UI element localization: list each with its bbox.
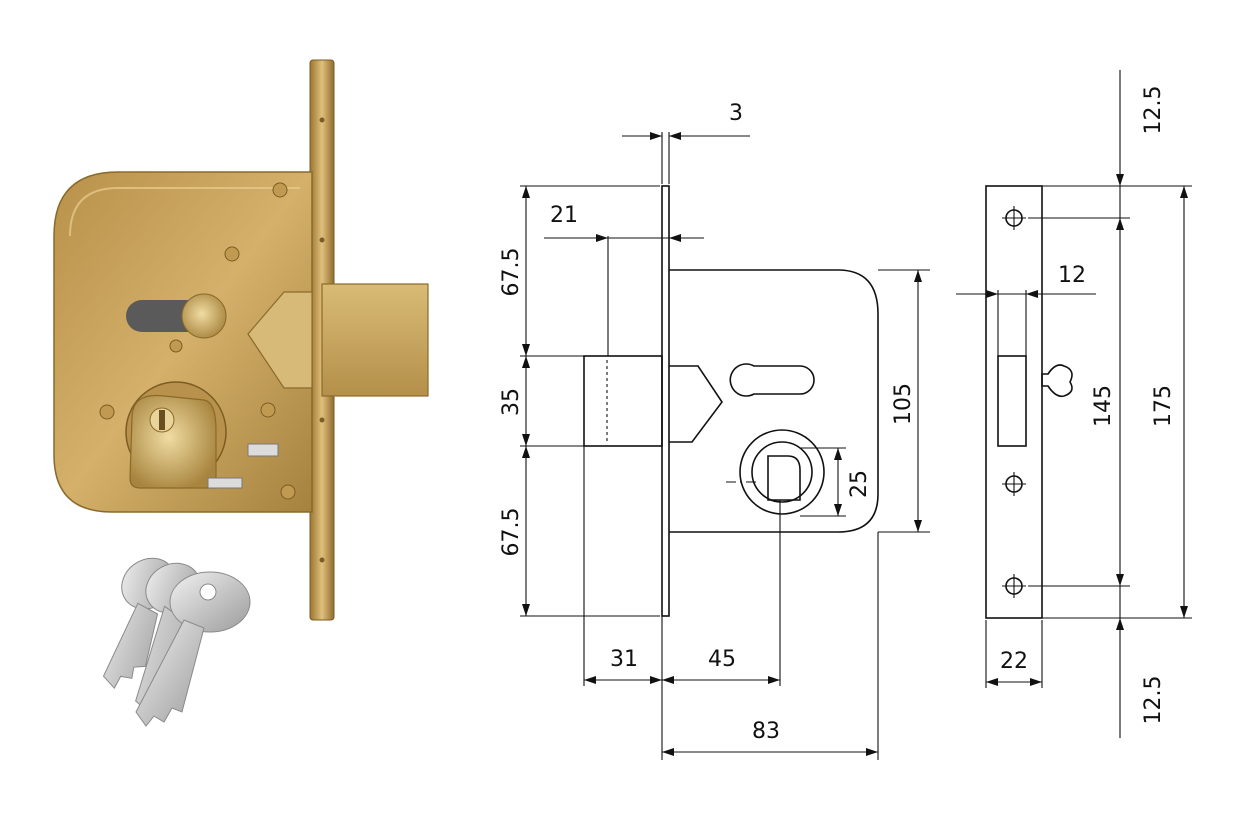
dim-bolt-throw: 31 <box>610 647 638 672</box>
dim-plate-width: 22 <box>1000 649 1028 674</box>
dim-upper-height: 67.5 <box>499 248 524 297</box>
photo-rivets <box>99 182 296 500</box>
drawing-bolt <box>583 355 663 447</box>
drawing-cylinder <box>739 429 825 515</box>
drawing-case-outline <box>669 269 879 533</box>
dim-case-height: 105 <box>891 383 916 425</box>
photo-knob <box>181 293 227 339</box>
drawing-faceplate <box>661 185 670 617</box>
side-view-drawing: 3 21 67.5 35 67.5 31 45 83 105 25 <box>499 101 930 760</box>
lock-photo <box>53 59 429 727</box>
dim-backset-to-face: 21 <box>550 203 578 228</box>
dim-bolt-height: 35 <box>499 388 524 416</box>
photo-keys <box>102 557 251 727</box>
dim-bottom-margin: 12.5 <box>1141 676 1166 725</box>
drawing-latch <box>669 365 723 443</box>
dim-screw-spacing: 145 <box>1091 385 1116 427</box>
front-knob <box>1041 364 1073 398</box>
dim-case-depth: 83 <box>752 719 780 744</box>
dim-plate-height: 175 <box>1151 385 1176 427</box>
front-view-drawing: 12.5 12 145 175 22 12.5 <box>956 70 1192 738</box>
photo-bolt <box>321 283 429 397</box>
dim-cylinder-backset: 45 <box>708 647 736 672</box>
dim-plate-offset: 12 <box>1058 263 1086 288</box>
dim-cylinder-dia: 25 <box>847 470 872 498</box>
dim-top-margin: 12.5 <box>1141 86 1166 135</box>
dim-faceplate-thickness: 3 <box>729 101 743 126</box>
front-bolt-slot <box>997 355 1027 447</box>
photo-faceplate-screws <box>319 117 325 563</box>
drawing-knob-slot <box>729 363 815 397</box>
dim-lower-height: 67.5 <box>499 508 524 557</box>
photo-case <box>53 171 313 513</box>
front-faceplate <box>985 185 1043 619</box>
front-screw-holes <box>1002 206 1026 598</box>
